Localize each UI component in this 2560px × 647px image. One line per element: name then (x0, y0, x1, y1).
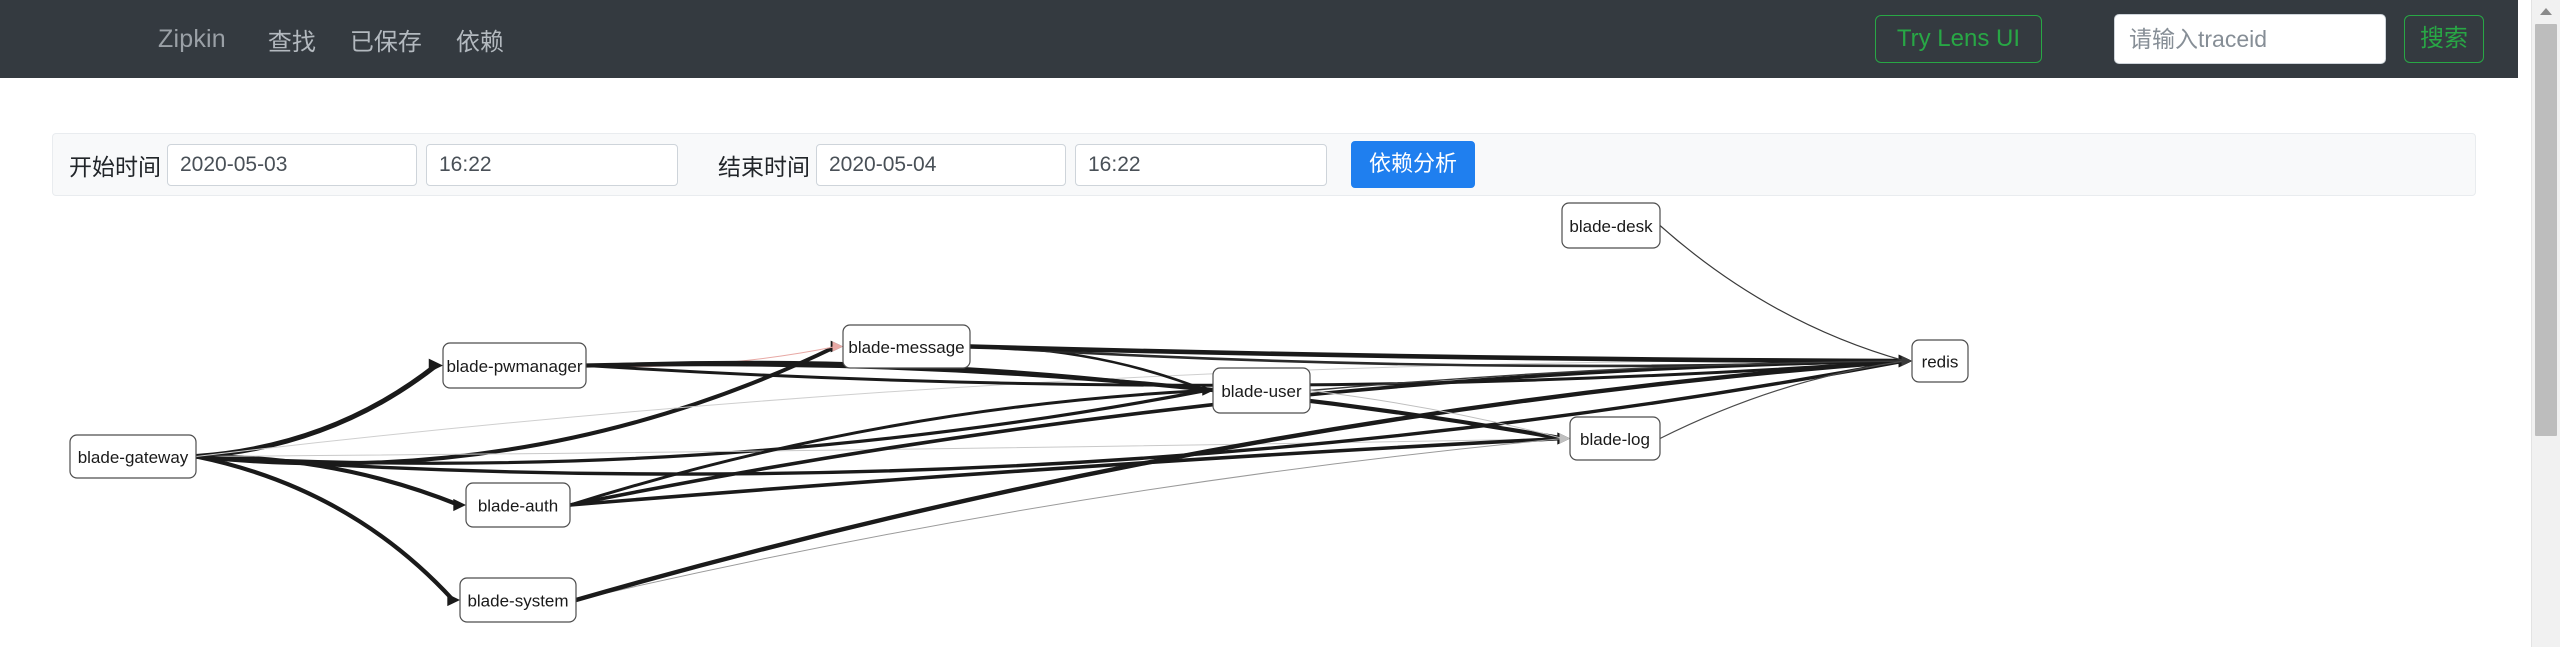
top-navbar: Zipkin 查找 已保存 依赖 Try Lens UI 搜索 (0, 0, 2518, 78)
nav-link-dependency[interactable]: 依赖 (455, 28, 504, 56)
graph-node-box[interactable] (459, 577, 577, 623)
graph-node-blade-gateway[interactable]: blade-gateway (69, 434, 197, 479)
graph-edge[interactable] (568, 389, 1208, 507)
scrollbar-thumb[interactable] (2535, 24, 2557, 436)
graph-edge-arrowhead (428, 358, 443, 373)
graph-edge[interactable] (1659, 360, 1906, 440)
end-date-input[interactable] (816, 143, 1066, 186)
brand-zipkin[interactable]: Zipkin (158, 24, 226, 53)
graph-edge-arrowhead (453, 498, 466, 512)
graph-node-box[interactable] (1561, 202, 1661, 249)
graph-edge-arrowhead (1202, 385, 1213, 396)
graph-node-layer: blade-gateway blade-pwmanager blade-messag… (69, 202, 1969, 623)
graph-edge[interactable] (573, 358, 1908, 603)
graph-node-box[interactable] (842, 324, 971, 369)
graph-node-blade-log[interactable]: blade-log (1569, 416, 1661, 461)
graph-edge[interactable] (194, 388, 1208, 465)
scroll-up-arrow-icon[interactable] (2532, 0, 2560, 22)
start-date-input[interactable] (167, 143, 417, 186)
graph-node-box[interactable] (465, 482, 571, 528)
search-button[interactable]: 搜索 (2404, 14, 2484, 64)
page-scrollbar[interactable] (2531, 0, 2560, 647)
end-time-label: 结束时间 (718, 153, 810, 180)
nav-link-find[interactable]: 查找 (267, 28, 316, 56)
graph-edge[interactable] (1309, 360, 1906, 392)
graph-edge[interactable] (193, 454, 456, 603)
traceid-input[interactable] (2114, 14, 2386, 64)
nav-link-saved[interactable]: 已保存 (349, 28, 422, 56)
graph-node-box[interactable] (1569, 416, 1661, 461)
graph-node-blade-message[interactable]: blade-message (842, 324, 971, 369)
graph-edge[interactable] (1309, 390, 1564, 439)
graph-node-redis[interactable]: redis (1911, 339, 1969, 383)
graph-edge-arrowhead (1559, 433, 1570, 444)
graph-node-blade-desk[interactable]: blade-desk (1561, 202, 1661, 249)
try-lens-ui-button[interactable]: Try Lens UI (1874, 14, 2042, 64)
graph-node-blade-system[interactable]: blade-system (459, 577, 577, 623)
graph-node-blade-auth[interactable]: blade-auth (465, 482, 571, 528)
graph-node-blade-user[interactable]: blade-user (1212, 367, 1311, 414)
graph-node-box[interactable] (442, 342, 587, 389)
graph-edge[interactable] (194, 359, 1907, 476)
graph-node-box[interactable] (1212, 367, 1311, 414)
graph-node-box[interactable] (69, 434, 197, 479)
dependency-graph-canvas[interactable]: blade-gateway blade-pwmanager blade-messag… (0, 196, 2518, 647)
start-time-input[interactable] (426, 143, 678, 186)
dependency-graph-svg[interactable]: blade-gateway blade-pwmanager blade-messag… (0, 196, 2518, 647)
graph-node-box[interactable] (1911, 339, 1969, 383)
graph-edge[interactable] (967, 344, 1908, 364)
start-time-label: 开始时间 (69, 153, 161, 180)
graph-edge-arrowhead (1901, 355, 1912, 367)
dependency-analyze-button[interactable]: 依赖分析 (1351, 141, 1476, 188)
graph-edge[interactable] (1659, 224, 1906, 362)
graph-edge-layer (193, 224, 1913, 607)
graph-edge[interactable] (568, 436, 1565, 507)
end-time-input[interactable] (1075, 143, 1327, 186)
graph-edge[interactable] (575, 438, 1564, 601)
graph-edge-arrowhead (832, 341, 843, 352)
graph-node-blade-pwmanager[interactable]: blade-pwmanager (442, 342, 587, 389)
nav-links: 查找 已保存 依赖 (268, 22, 504, 57)
time-range-filter-bar: 开始时间 结束时间 依赖分析 (52, 133, 2476, 196)
graph-edge-arrowhead (447, 593, 460, 607)
